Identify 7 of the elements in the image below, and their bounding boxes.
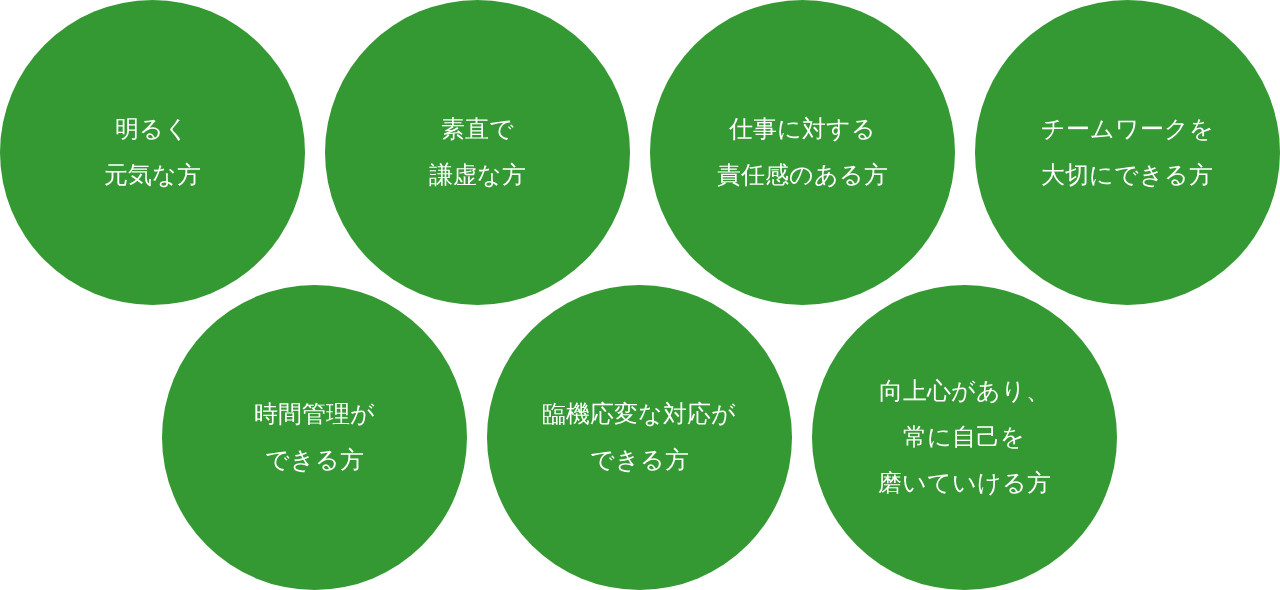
trait-text: 素直で謙虚な方 — [428, 114, 526, 191]
trait-text: 仕事に対する責任感のある方 — [716, 114, 888, 191]
trait-text: 明るく元気な方 — [103, 114, 201, 191]
trait-text: 向上心があり、常に自己を磨いていける方 — [877, 376, 1051, 499]
trait-text: チームワークを大切にできる方 — [1040, 114, 1214, 191]
trait-text: 時間管理ができる方 — [253, 399, 375, 476]
trait-text: 臨機応変な対応ができる方 — [542, 399, 736, 476]
